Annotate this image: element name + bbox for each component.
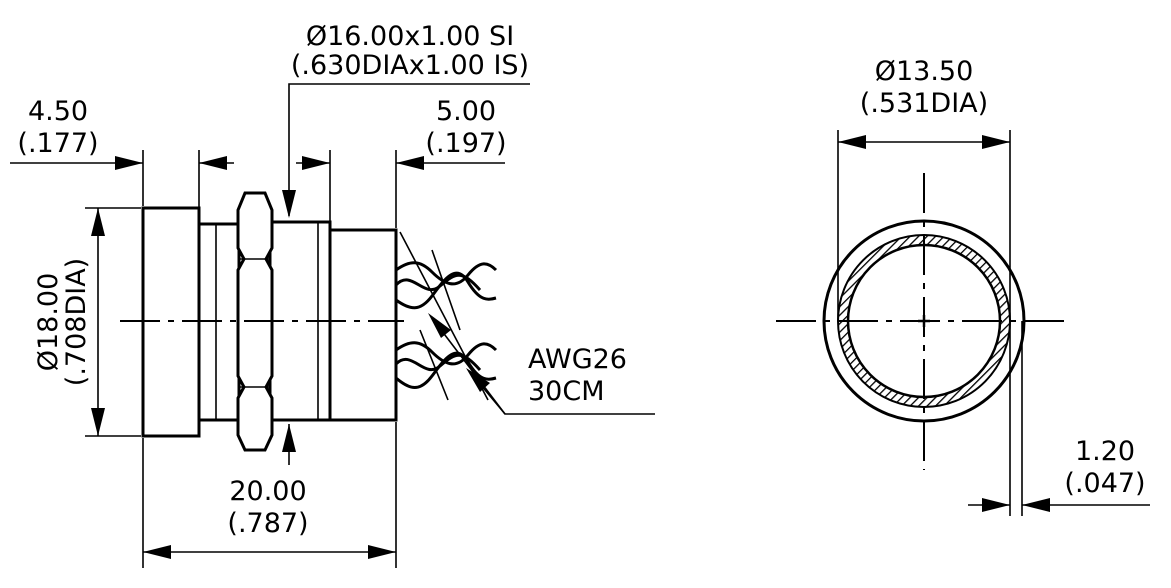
wire-label-line1: AWG26 xyxy=(528,344,627,375)
left-dim-line1: 4.50 xyxy=(28,96,88,127)
nut-arrow xyxy=(282,424,296,465)
left-dim-line2: (.177) xyxy=(17,128,98,159)
wall-dim-line1: 1.20 xyxy=(1075,436,1135,467)
thread-dim-line2: (.630DIAx1.00 IS) xyxy=(291,50,529,81)
dim-4-50 xyxy=(10,156,234,170)
right-dim-line1: 5.00 xyxy=(436,96,496,127)
wall-dim-line2: (.047) xyxy=(1064,468,1145,499)
wire-leader xyxy=(428,313,655,415)
side-view: Ø16.00x1.00 SI (.630DIAx1.00 IS) 4.50 (.… xyxy=(10,21,655,568)
diameter-dim-line1: Ø18.00 xyxy=(33,273,64,372)
front-view: Ø13.50 (.531DIA) 1.20 (.047) xyxy=(776,56,1150,516)
thread-dim-line1: Ø16.00x1.00 SI xyxy=(306,21,514,52)
dim-20-00 xyxy=(143,545,396,559)
dim-1-20 xyxy=(968,321,1150,516)
rear-housing xyxy=(328,228,398,422)
length-dim-line1: 20.00 xyxy=(229,476,306,507)
dim-18-00 xyxy=(91,208,105,436)
dim-5-00 xyxy=(296,156,505,170)
right-dim-line2: (.197) xyxy=(425,128,506,159)
wire-bundle xyxy=(394,231,498,401)
dim-13-50 xyxy=(837,130,1011,321)
front-diameter-line2: (.531DIA) xyxy=(860,88,988,119)
front-diameter-line1: Ø13.50 xyxy=(875,56,974,87)
diameter-dim-line2: (.708DIA) xyxy=(61,258,92,386)
thread-leader xyxy=(282,83,530,218)
wire-label-line2: 30CM xyxy=(528,376,605,407)
length-dim-line2: (.787) xyxy=(227,508,308,539)
